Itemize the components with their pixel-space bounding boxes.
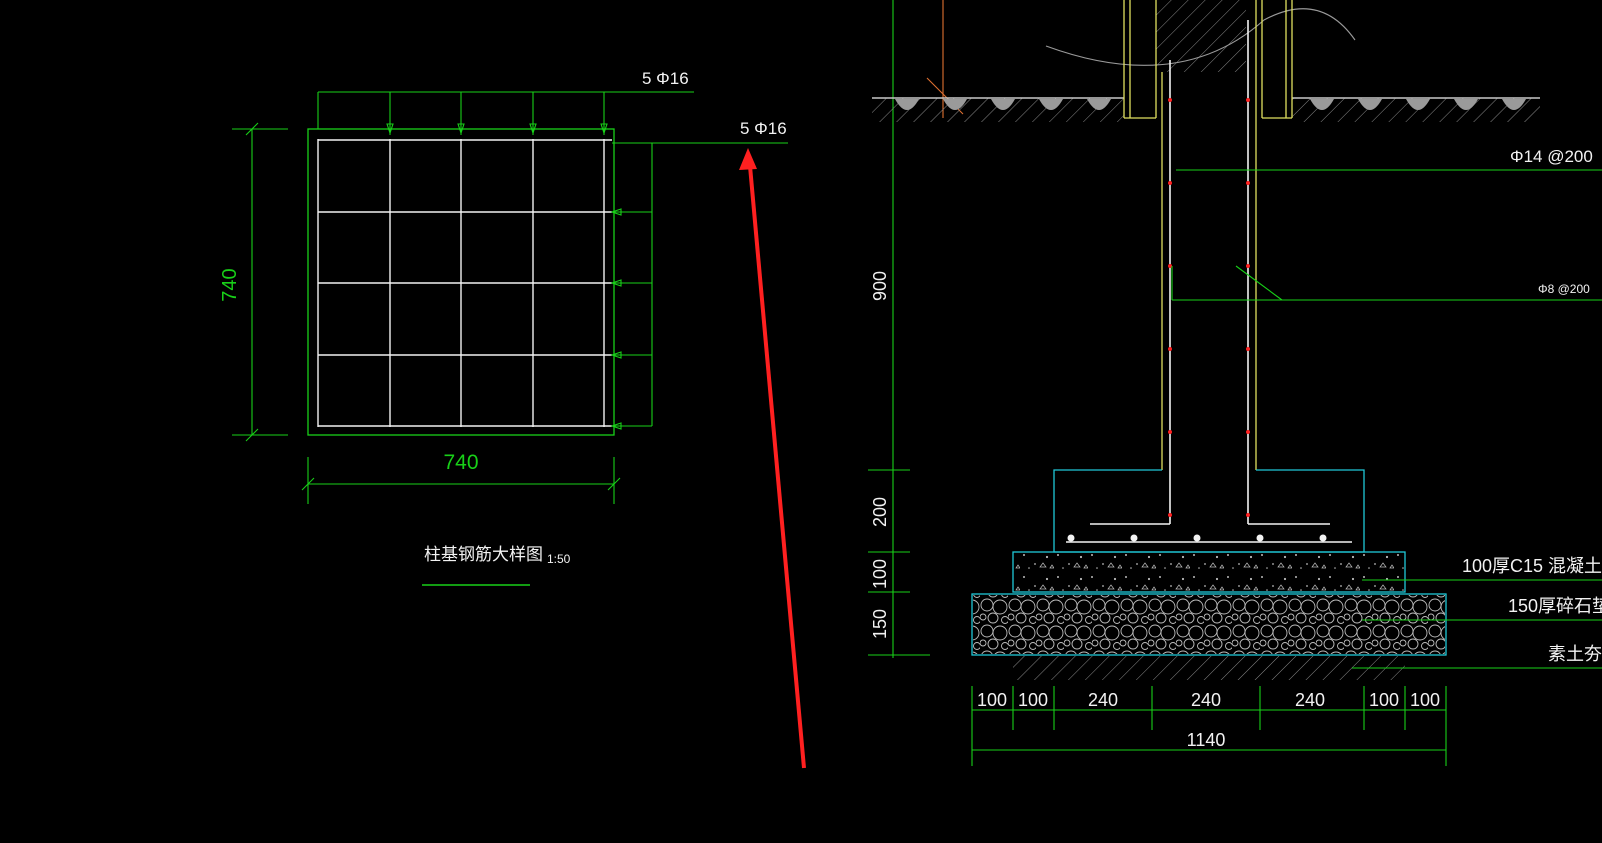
rebar-label-phi8: Φ8 @200 — [1538, 282, 1590, 296]
vertical-dim-900: 900 — [870, 271, 890, 301]
rebar-leaders — [1171, 169, 1602, 669]
width-dimension: 740 — [443, 451, 478, 474]
vertical-dim-200: 200 — [870, 497, 890, 527]
width-dimension-line — [301, 457, 621, 504]
ground-surface — [872, 97, 1540, 122]
rebar-grid — [317, 139, 612, 427]
horizontal-dim: 240 — [1088, 690, 1118, 710]
horizontal-dim: 100 — [1410, 690, 1440, 710]
horizontal-dim: 240 — [1191, 690, 1221, 710]
horizontal-dim: 100 — [977, 690, 1007, 710]
footing-outline — [971, 469, 1447, 656]
horizontal-dim: 100 — [1018, 690, 1048, 710]
column-base-rebar-detail: 5 Φ16 5 Φ16 740 — [219, 69, 788, 586]
footing-section: Φ14 @200 Φ8 @200 100厚C15 混凝土垫 150厚碎石垫 素土… — [868, 0, 1602, 766]
vertical-dim-100: 100 — [870, 559, 890, 589]
concrete-cushion — [1014, 553, 1404, 591]
gravel-cushion — [973, 595, 1445, 654]
compacted-soil — [1013, 656, 1405, 680]
column-top-hatch — [1156, 0, 1246, 72]
rebar-dots — [1168, 98, 1250, 517]
horizontal-dim: 100 — [1369, 690, 1399, 710]
red-annotation-arrow — [739, 148, 806, 769]
layer-label-concrete: 100厚C15 混凝土垫 — [1462, 556, 1602, 576]
bottom-rebar-dots — [1067, 534, 1327, 542]
height-dimension-line — [232, 122, 288, 442]
top-rebar-label: 5 Φ16 — [642, 69, 689, 88]
layer-label-gravel: 150厚碎石垫 — [1508, 596, 1602, 616]
total-width-dim: 1140 — [1187, 730, 1226, 750]
detail-title: 柱基钢筋大样图 — [424, 545, 543, 564]
side-rebar-leader — [610, 142, 788, 430]
horizontal-dim-lines — [971, 686, 1447, 766]
horizontal-dim: 240 — [1295, 690, 1325, 710]
side-rebar-label: 5 Φ16 — [740, 119, 787, 138]
vertical-dim-150: 150 — [870, 609, 890, 639]
detail-scale: 1:50 — [547, 552, 571, 566]
top-rebar-leader — [317, 91, 694, 135]
layer-label-soil: 素土夯实 — [1548, 644, 1602, 664]
height-dimension: 740 — [219, 268, 241, 301]
column-rebar — [1066, 20, 1352, 543]
vertical-dim-ticks — [868, 469, 930, 656]
column-outline — [1123, 0, 1293, 470]
rebar-label-phi14: Φ14 @200 — [1510, 147, 1593, 166]
